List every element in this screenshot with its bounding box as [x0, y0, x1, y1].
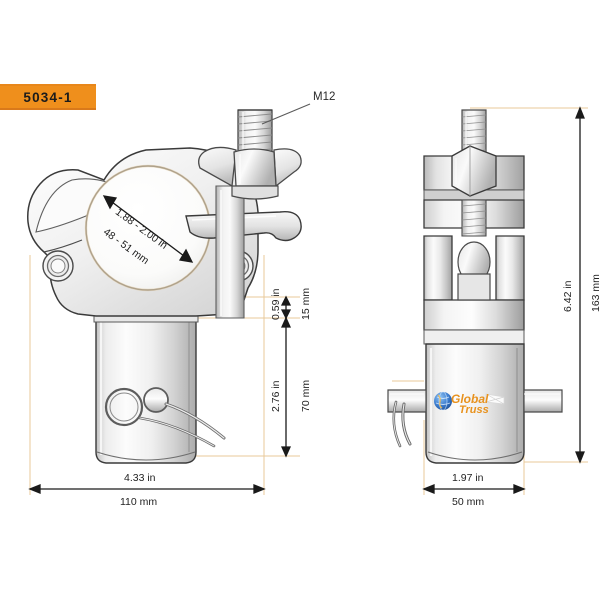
- side-width-dimension-line: [422, 484, 526, 494]
- overall-width-millimeters: 110 mm: [120, 496, 158, 508]
- width-dimension-line: [28, 484, 266, 494]
- side-spigot: [425, 343, 525, 464]
- bore-dimension-line: [102, 195, 194, 263]
- height-dimension-line: [575, 106, 585, 464]
- front-bolt-shank: [215, 185, 245, 319]
- spigot-dimension-line: [280, 316, 292, 458]
- front-spigot: [93, 315, 199, 464]
- part-number-text: 5034-1: [23, 89, 73, 105]
- front-clamp-body: [27, 147, 259, 317]
- side-view: [387, 109, 563, 464]
- side-mid-thread: [461, 199, 487, 237]
- collar-height-inches: 0.59 in: [270, 288, 282, 320]
- front-view: [27, 109, 302, 464]
- part-number-badge: 5034-1: [0, 84, 96, 110]
- m12-thread-label: M12: [313, 91, 336, 103]
- dimension-lines: [28, 106, 585, 494]
- collar-dimension-line: [280, 295, 292, 320]
- spigot-length-inches: 2.76 in: [270, 380, 282, 412]
- overall-height-inches: 6.42 in: [562, 280, 574, 312]
- overall-height-millimeters: 163 mm: [590, 274, 600, 312]
- overall-width-inches: 4.33 in: [124, 472, 156, 484]
- front-wing-nut: [198, 146, 302, 200]
- side-width-millimeters: 50 mm: [452, 496, 485, 508]
- r-clip-pin: [104, 387, 226, 448]
- side-hex-nut: [451, 145, 497, 197]
- collar-height-millimeters: 15 mm: [300, 287, 312, 320]
- m12-leader-line: [261, 103, 311, 125]
- side-clamp-lower: [423, 235, 525, 345]
- side-width-inches: 1.97 in: [452, 472, 484, 484]
- spigot-length-millimeters: 70 mm: [300, 379, 312, 412]
- side-cross-pin: [387, 389, 563, 448]
